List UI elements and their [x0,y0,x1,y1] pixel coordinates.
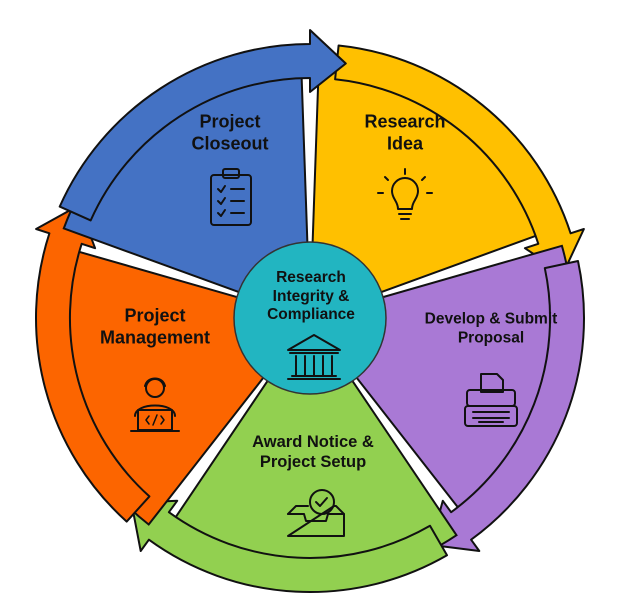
developer-icon [130,377,180,432]
lightbulb-icon [377,168,433,220]
label-line: Award Notice & [252,433,374,452]
stage-project-closeout [58,29,347,320]
label-line: Develop & Submit [424,310,558,328]
stage-award-notice-project-setup [130,316,458,593]
label-line: Project [124,305,186,326]
label-line: Proposal [457,329,525,346]
label-line: Management [99,327,211,347]
stage-arrow [130,499,448,593]
stage-arrow [35,204,151,523]
label-line: Idea [386,133,424,153]
label-line: Closeout [191,133,269,153]
label-line: Research [364,111,446,132]
clipboard-checklist-icon [210,168,252,226]
label-line: Integrity & [272,287,350,305]
center-circle [233,241,387,395]
inbox-check-icon [287,489,345,537]
typewriter-icon [464,373,518,427]
label-line: Research [276,269,346,287]
label-line: Project Setup [259,453,367,471]
label-line: Compliance [267,306,355,324]
stage-arrow [58,29,347,222]
stage-label-award-notice-project-setup: Award Notice &Project Setup [252,433,374,473]
courthouse-icon [287,334,341,380]
label-line: Project [199,111,261,132]
